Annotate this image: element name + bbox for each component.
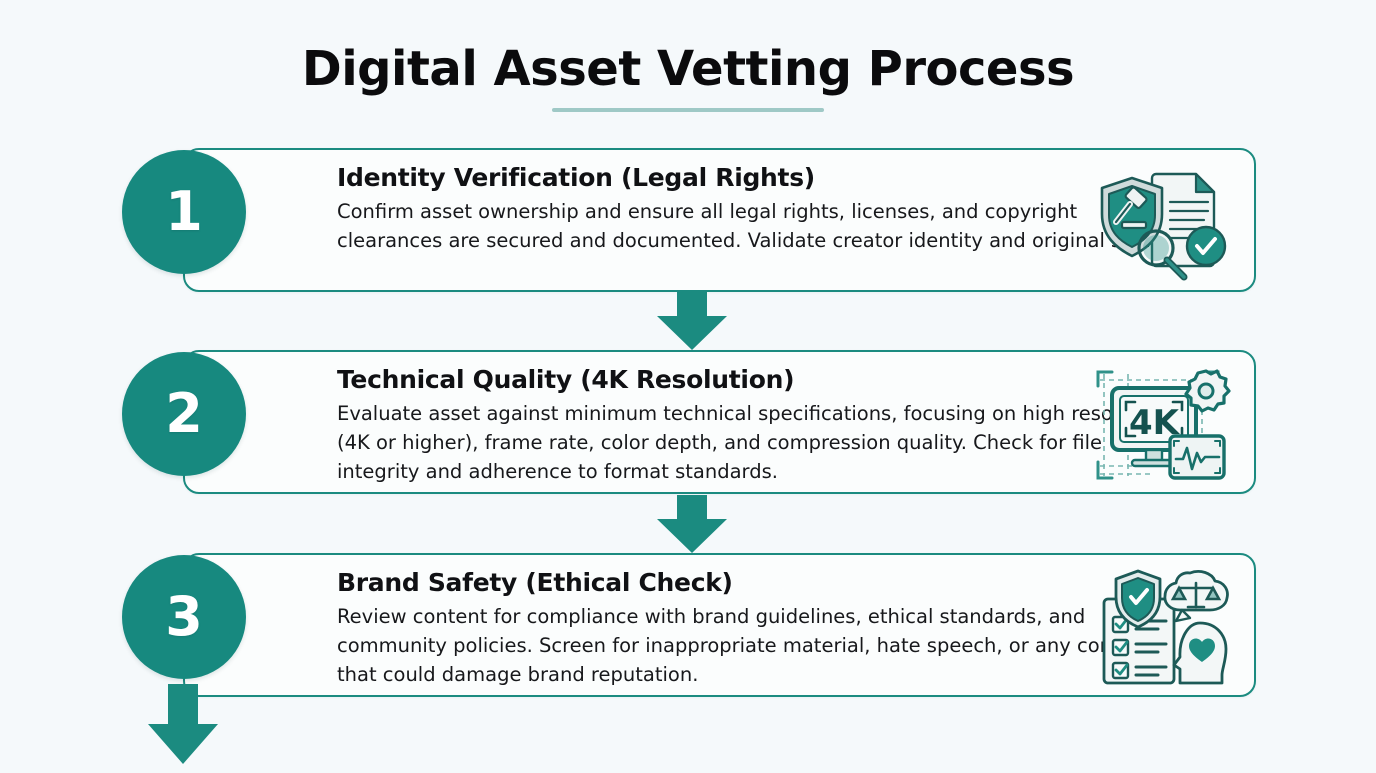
step-3-card[interactable]: Brand Safety (Ethical Check) Review cont…	[183, 553, 1256, 697]
process-step-3[interactable]: Brand Safety (Ethical Check) Review cont…	[122, 553, 1258, 701]
title-underline	[552, 108, 824, 112]
shield-gavel-document-magnifier-check-icon	[1094, 164, 1236, 282]
step-2-number-badge[interactable]: 2	[122, 352, 246, 476]
step-3-heading: Brand Safety (Ethical Check)	[337, 568, 733, 597]
step-1-heading: Identity Verification (Legal Rights)	[337, 163, 815, 192]
process-step-2[interactable]: Technical Quality (4K Resolution) Evalua…	[122, 350, 1258, 498]
step-3-number-badge[interactable]: 3	[122, 555, 246, 679]
step-2-text-block: Technical Quality (4K Resolution) Evalua…	[337, 364, 1187, 486]
step-1-number: 1	[165, 180, 203, 243]
step-2-card[interactable]: Technical Quality (4K Resolution) Evalua…	[183, 350, 1256, 494]
step-3-number: 3	[165, 585, 203, 648]
page-title: Digital Asset Vetting Process	[301, 41, 1075, 97]
arrow-step2-to-step3	[637, 495, 747, 553]
step-2-description: Evaluate asset against minimum technical…	[337, 402, 1168, 483]
step-1-number-badge[interactable]: 1	[122, 150, 246, 274]
step-1-card[interactable]: Identity Verification (Legal Rights) Con…	[183, 148, 1256, 292]
step-1-description: Confirm asset ownership and ensure all l…	[337, 200, 1183, 252]
step-3-text-block: Brand Safety (Ethical Check) Review cont…	[337, 567, 1187, 689]
arrow-step3-outflow	[128, 684, 238, 768]
step-2-heading: Technical Quality (4K Resolution)	[337, 365, 795, 394]
step-2-number: 2	[165, 382, 203, 445]
checklist-shield-scales-head-heart-icon	[1094, 569, 1236, 687]
step-3-description: Review content for compliance with brand…	[337, 605, 1152, 686]
arrow-step1-to-step2	[637, 292, 747, 350]
step-1-text-block: Identity Verification (Legal Rights) Con…	[337, 162, 1187, 255]
monitor-4k-gear-waveform-icon: 4K	[1094, 366, 1236, 484]
process-step-1[interactable]: Identity Verification (Legal Rights) Con…	[122, 148, 1258, 296]
page-title-block: Digital Asset Vetting Process	[0, 40, 1376, 112]
